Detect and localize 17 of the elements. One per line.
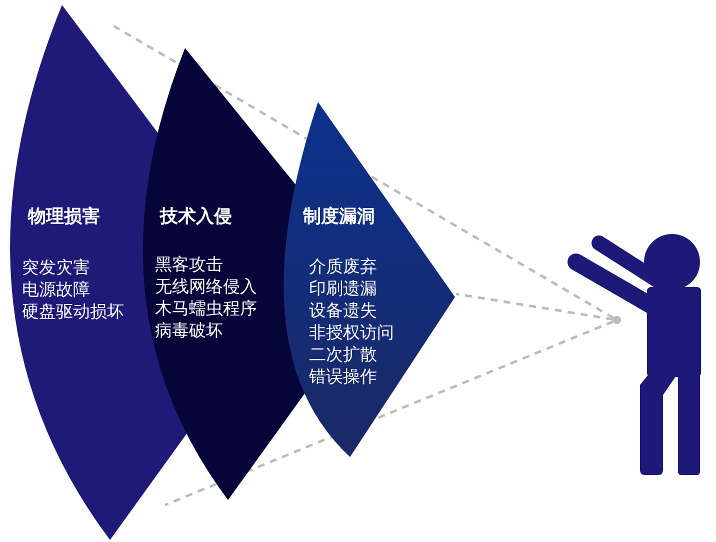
- risk-item: 非授权访问: [309, 322, 394, 344]
- risk-item: 错误操作: [309, 366, 377, 388]
- risk-item: 二次扩散: [309, 344, 377, 366]
- category-heading: 物理损害: [28, 206, 100, 228]
- risk-item: 印刷遗漏: [309, 278, 377, 300]
- risk-item: 电源故障: [22, 279, 90, 301]
- risk-item: 黑客攻击: [155, 254, 223, 276]
- risk-item: 病毒破坏: [155, 320, 223, 342]
- risk-item: 介质废弃: [309, 256, 377, 278]
- risk-item: 无线网络侵入: [155, 276, 257, 298]
- category-heading: 制度漏洞: [303, 206, 375, 228]
- risk-item: 硬盘驱动损坏: [22, 301, 124, 323]
- risk-item: 木马蠕虫程序: [155, 298, 257, 320]
- category-heading: 技术入侵: [160, 206, 232, 228]
- sight-line: [456, 292, 614, 321]
- risk-item: 突发灾害: [22, 257, 90, 279]
- risk-item: 设备遗失: [309, 300, 377, 322]
